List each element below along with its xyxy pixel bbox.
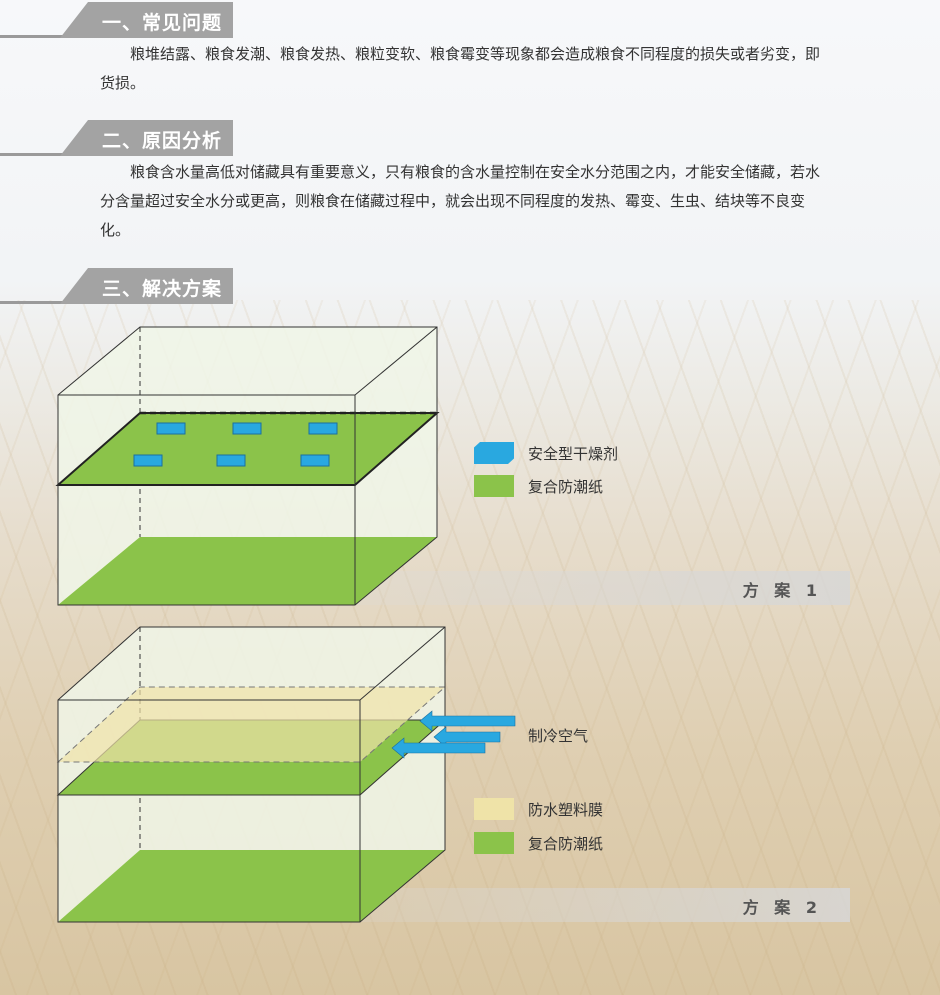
plan1-banner: 方 案 1	[355, 571, 850, 605]
plan2-plastic-film	[56, 686, 447, 763]
plan2-floor-paper	[58, 850, 445, 922]
paper-legend-swatch	[474, 832, 514, 854]
section-title: 三、解决方案	[102, 278, 223, 300]
cold-air-label: 制冷空气	[528, 727, 589, 745]
plan1-label: 方 案 1	[742, 581, 822, 600]
section-header-causes: 二、原因分析	[0, 120, 240, 156]
section-header-solutions: 三、解决方案	[0, 268, 240, 304]
plan1-box-diagram	[55, 326, 440, 606]
legend-moisture-paper: 复合防潮纸	[528, 478, 604, 496]
paper-legend-swatch	[474, 475, 514, 497]
problems-text: 粮堆结露、粮食发潮、粮食发热、粮粒变软、粮食霉变等现象都会造成粮食不同程度的损失…	[100, 45, 821, 92]
desiccant-packs	[133, 422, 338, 467]
legend-desiccant: 安全型干燥剂	[528, 445, 619, 463]
plan2-box-diagram	[56, 626, 516, 923]
desiccant-legend-swatch	[474, 442, 514, 464]
plan2-label: 方 案 2	[742, 898, 822, 917]
film-legend-swatch	[474, 798, 514, 820]
plan2-banner: 方 案 2	[360, 888, 850, 922]
legend-plastic-film: 防水塑料膜	[528, 801, 604, 819]
section-title: 二、原因分析	[102, 130, 223, 152]
plan1-floor-paper	[58, 537, 437, 605]
causes-text: 粮食含水量高低对储藏具有重要意义，只有粮食的含水量控制在安全水分范围之内，才能安…	[100, 163, 821, 239]
section-title: 一、常见问题	[102, 12, 223, 34]
section-header-problems: 一、常见问题	[0, 2, 240, 38]
legend-moisture-paper: 复合防潮纸	[528, 835, 604, 853]
cold-air-arrows	[391, 710, 516, 759]
